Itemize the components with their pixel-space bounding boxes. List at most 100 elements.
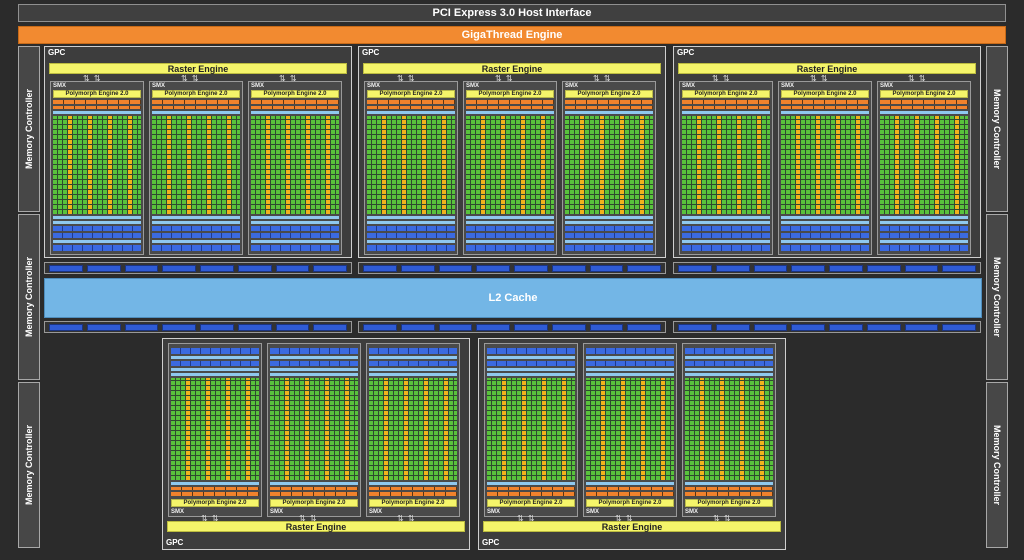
cache-row <box>586 373 674 376</box>
texture-unit-row <box>565 226 653 231</box>
texture-unit-row <box>270 361 358 366</box>
polymorph-engine: Polymorph Engine 2.0 <box>685 499 773 507</box>
texture-unit-row <box>685 361 773 366</box>
texture-unit-row <box>152 245 240 251</box>
cache-row <box>565 221 653 224</box>
cache-row <box>466 240 554 243</box>
smx-label: SMX <box>880 83 893 89</box>
smx-label: SMX <box>270 509 283 515</box>
orange-unit-row <box>586 492 674 496</box>
memory-channel-cell <box>678 265 712 272</box>
smx-unit: SMXPolymorph Engine 2.0 <box>463 81 557 255</box>
smx-label: SMX <box>565 83 578 89</box>
orange-unit-row <box>152 106 240 109</box>
orange-unit-row <box>682 106 770 109</box>
cache-row <box>53 240 141 243</box>
memory-channel-cell <box>716 265 750 272</box>
memory-channel-row <box>49 265 347 272</box>
cache-row <box>367 221 455 224</box>
smx-unit: SMXPolymorph Engine 2.0 <box>364 81 458 255</box>
cache-row <box>586 482 674 485</box>
memory-channel-row <box>678 265 976 272</box>
cache-row <box>251 221 339 224</box>
cache-row <box>369 373 457 376</box>
orange-unit-row <box>586 487 674 490</box>
cuda-core-grid <box>367 116 455 214</box>
memory-channel-cell <box>125 324 159 331</box>
memory-channel-cell <box>439 324 473 331</box>
texture-unit-row <box>685 348 773 354</box>
cache-row <box>781 111 869 114</box>
cache-row <box>781 240 869 243</box>
memory-controller: Memory Controller <box>986 214 1008 380</box>
cache-row <box>171 368 259 371</box>
polymorph-engine: Polymorph Engine 2.0 <box>682 90 770 98</box>
texture-unit-row <box>487 361 575 366</box>
polymorph-engine: Polymorph Engine 2.0 <box>781 90 869 98</box>
texture-unit-row <box>682 245 770 251</box>
memory-channel-cell <box>791 265 825 272</box>
cuda-core-grid <box>487 378 575 480</box>
cache-row <box>565 240 653 243</box>
texture-unit-row <box>682 226 770 231</box>
texture-unit-row <box>682 233 770 238</box>
texture-unit-row <box>367 245 455 251</box>
memory-channel-cell <box>514 324 548 331</box>
smx-label: SMX <box>251 83 264 89</box>
texture-unit-row <box>367 226 455 231</box>
orange-unit-row <box>565 100 653 104</box>
memory-channel-cell <box>401 324 435 331</box>
smx-unit: Polymorph Engine 2.0SMX <box>583 343 677 517</box>
orange-unit-row <box>270 487 358 490</box>
smx-unit: SMXPolymorph Engine 2.0 <box>50 81 144 255</box>
cache-row <box>53 111 141 114</box>
cache-row <box>369 482 457 485</box>
texture-unit-row <box>781 233 869 238</box>
memory-channel-cell <box>754 265 788 272</box>
smx-label: SMX <box>685 509 698 515</box>
gpc: Polymorph Engine 2.0SMXPolymorph Engine … <box>162 338 470 550</box>
orange-unit-row <box>251 106 339 109</box>
cache-row <box>270 482 358 485</box>
cache-row <box>685 373 773 376</box>
memory-channel-row <box>363 324 661 331</box>
cache-row <box>880 216 968 219</box>
memory-channel-strip <box>673 262 981 274</box>
memory-controller: Memory Controller <box>18 382 40 548</box>
cache-row <box>781 221 869 224</box>
gpc: GPCRaster Engine⇅ ⇅⇅ ⇅⇅ ⇅SMXPolymorph En… <box>44 46 352 258</box>
texture-unit-row <box>369 348 457 354</box>
gpc: Polymorph Engine 2.0SMXPolymorph Engine … <box>478 338 786 550</box>
memory-channel-cell <box>829 265 863 272</box>
orange-unit-row <box>880 106 968 109</box>
smx-unit: SMXPolymorph Engine 2.0 <box>778 81 872 255</box>
cache-row <box>880 221 968 224</box>
gpc-label: GPC <box>482 538 499 547</box>
cuda-core-grid <box>682 116 770 214</box>
raster-engine: Raster Engine <box>49 63 347 74</box>
cache-row <box>682 216 770 219</box>
cache-row <box>171 482 259 485</box>
smx-unit: SMXPolymorph Engine 2.0 <box>679 81 773 255</box>
cache-row <box>152 240 240 243</box>
cuda-core-grid <box>171 378 259 480</box>
texture-unit-row <box>171 348 259 354</box>
texture-unit-row <box>781 245 869 251</box>
orange-unit-row <box>251 100 339 104</box>
texture-unit-row <box>880 245 968 251</box>
orange-unit-row <box>367 100 455 104</box>
cache-row <box>171 356 259 359</box>
memory-channel-cell <box>238 265 272 272</box>
memory-channel-cell <box>49 324 83 331</box>
cache-row <box>586 368 674 371</box>
cuda-core-grid <box>685 378 773 480</box>
memory-channel-cell <box>162 324 196 331</box>
memory-channel-cell <box>401 265 435 272</box>
smx-label: SMX <box>466 83 479 89</box>
memory-channel-strip <box>358 262 666 274</box>
memory-channel-cell <box>590 324 624 331</box>
memory-channel-cell <box>905 265 939 272</box>
smx-label: SMX <box>781 83 794 89</box>
memory-channel-cell <box>439 265 473 272</box>
